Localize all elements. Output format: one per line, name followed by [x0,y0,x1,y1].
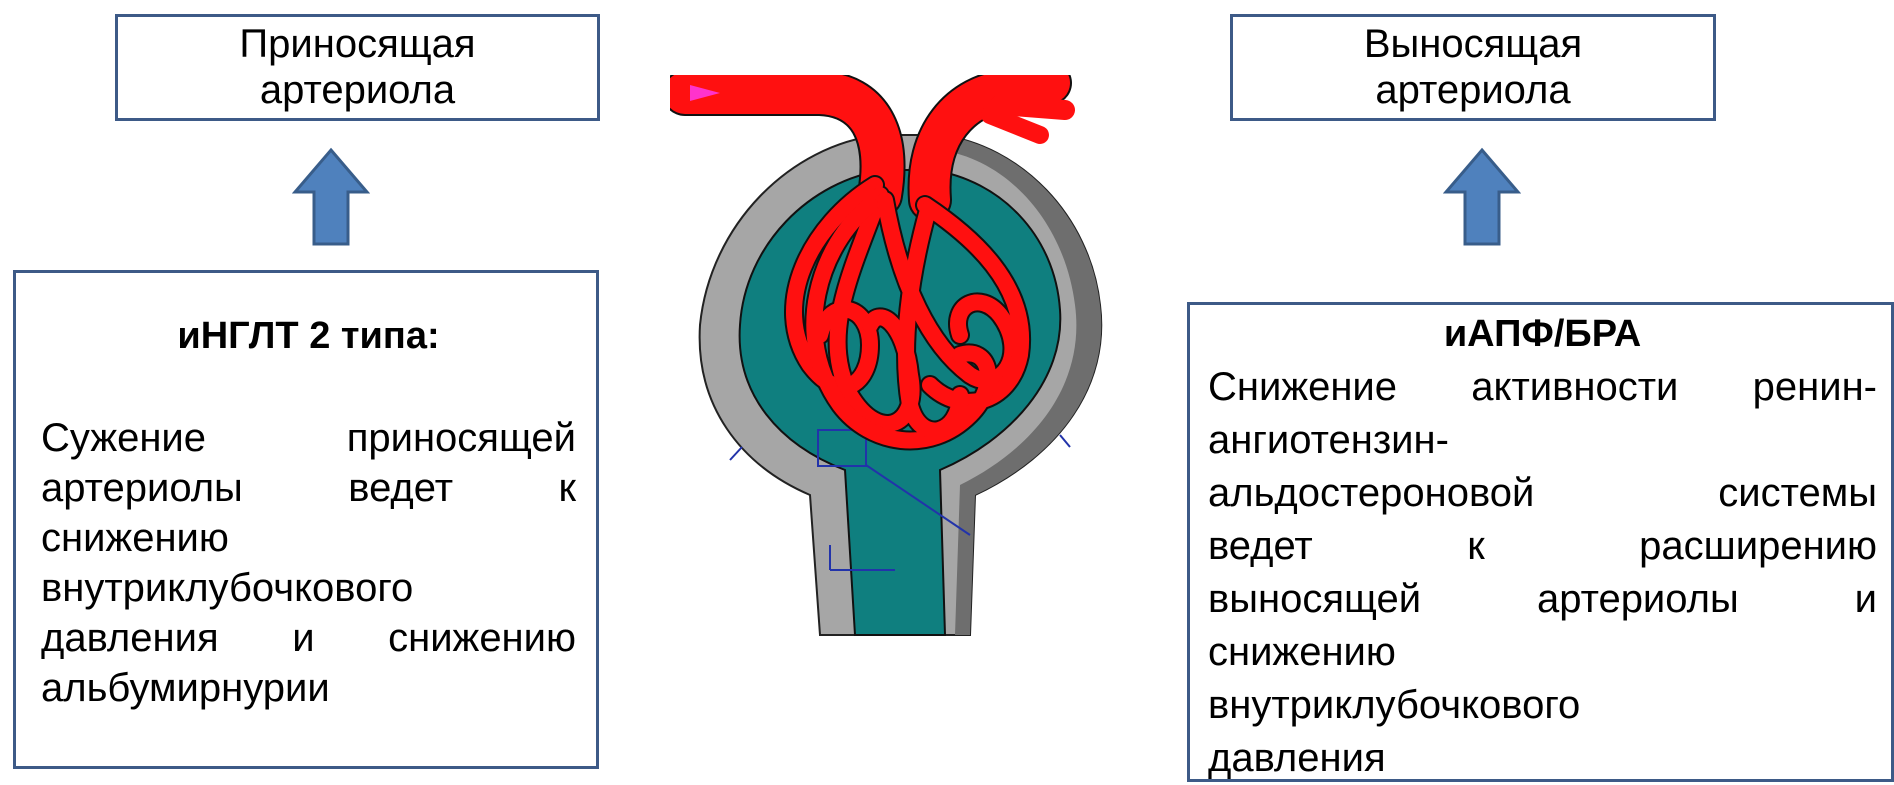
ace-arb-line: снижению [1208,626,1877,679]
afferent-label-line1: Приносящая [118,21,597,67]
sglt2-line: давления и снижению [41,613,576,663]
ace-arb-line: ангиотензин- [1208,414,1877,467]
sglt2-line: снижению [41,513,576,563]
sglt2-heading: иНГЛТ 2 типа: [41,315,576,358]
sglt2-line: внутриклубочкового [41,563,576,613]
ace-arb-line: ведет к расширению [1208,520,1877,573]
ace-arb-description: Снижение активности ренин- ангиотензин- … [1208,361,1877,785]
sglt2-description: Сужение приносящей артериолы ведет к сни… [41,413,576,713]
afferent-arteriole-label-box: Приносящая артериола [115,14,600,121]
efferent-label-line2: артериола [1233,67,1713,113]
efferent-arteriole-label-box: Выносящая артериола [1230,14,1716,121]
ace-arb-line: внутриклубочкового [1208,679,1877,732]
ace-arb-line: давления [1208,732,1877,785]
sglt2-line: Сужение приносящей [41,413,576,463]
up-arrow-icon [292,147,370,247]
sglt2-inhibitor-panel: иНГЛТ 2 типа: Сужение приносящей артерио… [13,270,599,769]
efferent-label-line1: Выносящая [1233,21,1713,67]
ace-arb-heading: иАПФ/БРА [1208,313,1877,355]
glomerulus-illustration [670,75,1150,650]
afferent-label-line2: артериола [118,67,597,113]
ace-arb-panel: иАПФ/БРА Снижение активности ренин- анги… [1187,302,1894,782]
ace-arb-line: выносящей артериолы и [1208,573,1877,626]
sglt2-line: альбумирнурии [41,663,576,713]
sglt2-line: артериолы ведет к [41,463,576,513]
ace-arb-line: Снижение активности ренин- [1208,361,1877,414]
ace-arb-line: альдостероновой системы [1208,467,1877,520]
up-arrow-icon [1443,147,1521,247]
